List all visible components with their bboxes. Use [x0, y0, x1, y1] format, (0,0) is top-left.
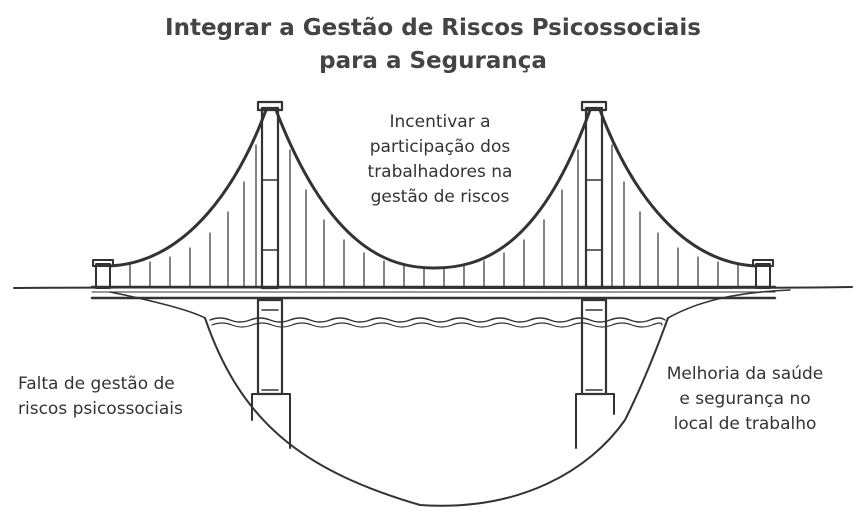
left-tower-lower: [256, 298, 284, 396]
right-tower-lower: [580, 298, 608, 396]
label-line: Melhoria da saúde: [666, 364, 824, 384]
label-line: Falta de gestão de: [18, 374, 175, 394]
label-line: riscos psicossociais: [18, 399, 183, 419]
left-tower-cap: [256, 100, 284, 112]
left-tower-upper: [260, 106, 280, 290]
suspender-cables: [129, 144, 739, 288]
label-center-top: Incentivar a participação dos trabalhado…: [300, 110, 580, 210]
main-cable-center-span: [274, 108, 592, 270]
label-left-side: Falta de gestão de riscos psicossociais: [18, 372, 228, 422]
water-wave-2: [211, 322, 663, 328]
right-tower-lower-detail: [585, 309, 603, 391]
label-line: trabalhadores na: [367, 162, 513, 182]
right-end-pier-cap: [752, 259, 774, 267]
water-wave-1: [209, 317, 666, 323]
right-tower-detail: [585, 179, 603, 251]
canyon-right-slope: [667, 289, 791, 319]
right-tower-upper: [584, 106, 604, 290]
label-line: participação dos: [369, 137, 511, 157]
label-line: local de trabalho: [673, 414, 817, 434]
label-right-side: Melhoria da saúde e segurança no local d…: [640, 362, 850, 437]
left-end-pier: [95, 263, 111, 289]
left-end-pier-cap: [92, 259, 114, 267]
main-cable-left-span: [108, 108, 268, 268]
canyon-left-slope: [109, 291, 206, 319]
diagram-title: Integrar a Gestão de Riscos Psicossociai…: [0, 12, 866, 78]
left-tower-lower-detail: [261, 309, 279, 391]
right-tower-cap: [580, 100, 608, 112]
title-line-1: Integrar a Gestão de Riscos Psicossociai…: [165, 15, 701, 41]
main-cable-right-span: [598, 108, 758, 268]
right-footing: [575, 393, 615, 449]
left-footing: [251, 393, 291, 449]
label-line: Incentivar a: [389, 112, 491, 132]
label-line: e segurança no: [679, 389, 811, 409]
right-end-pier: [755, 263, 771, 289]
label-line: gestão de riscos: [370, 187, 510, 207]
canyon-outline: [204, 317, 669, 507]
left-tower-detail: [261, 179, 279, 251]
title-line-2: para a Segurança: [319, 48, 547, 74]
